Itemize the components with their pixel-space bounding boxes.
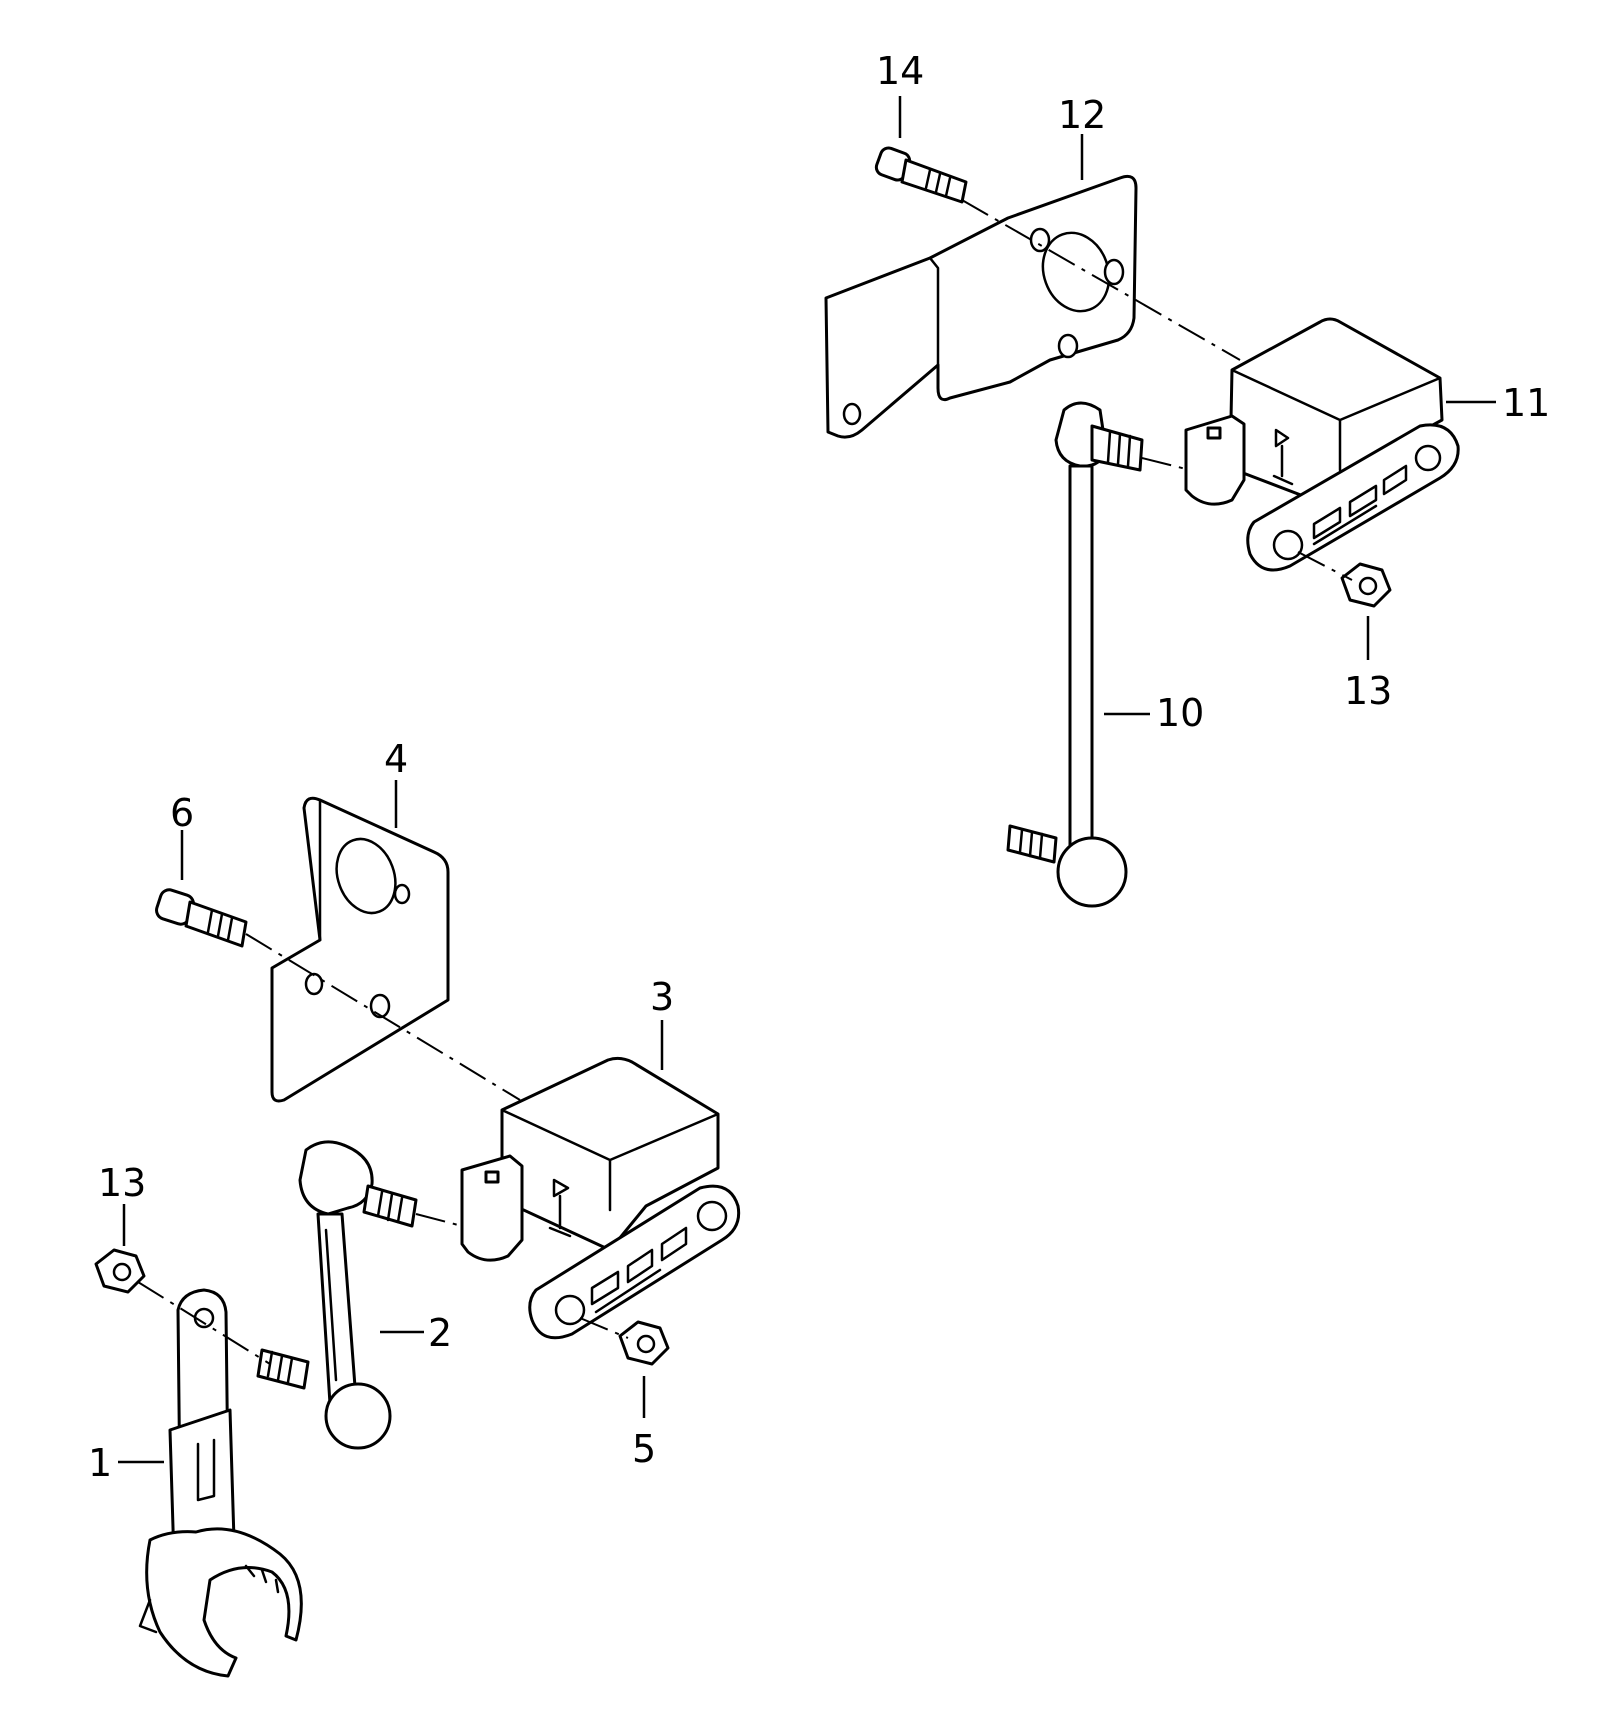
nut-part-5 <box>618 1320 670 1366</box>
sensor-part-3 <box>460 1056 741 1340</box>
callout-1: 1 <box>88 1441 112 1485</box>
bracket-part-12 <box>824 174 1138 439</box>
callout-6: 6 <box>170 791 194 835</box>
callout-11: 11 <box>1502 381 1550 425</box>
coupling-rod-part-2 <box>256 1140 418 1450</box>
callout-13-lower: 13 <box>98 1161 146 1205</box>
callout-13-upper: 13 <box>1344 669 1392 713</box>
callout-3: 3 <box>650 975 674 1019</box>
callout-2: 2 <box>428 1311 452 1355</box>
bolt-part-6 <box>155 888 248 948</box>
callout-14: 14 <box>876 49 924 93</box>
bolt-part-14 <box>874 146 968 204</box>
callout-5: 5 <box>632 1427 656 1471</box>
coupling-rod-part-10 <box>1006 401 1144 908</box>
callout-4: 4 <box>384 737 408 781</box>
sensor-part-11 <box>1184 317 1460 572</box>
callout-12: 12 <box>1058 93 1106 137</box>
nut-part-13-lower <box>94 1248 146 1294</box>
callout-10: 10 <box>1156 691 1204 735</box>
nut-part-13-upper <box>1340 562 1392 608</box>
clamp-part-1 <box>138 1288 303 1678</box>
bracket-part-4 <box>270 796 450 1103</box>
